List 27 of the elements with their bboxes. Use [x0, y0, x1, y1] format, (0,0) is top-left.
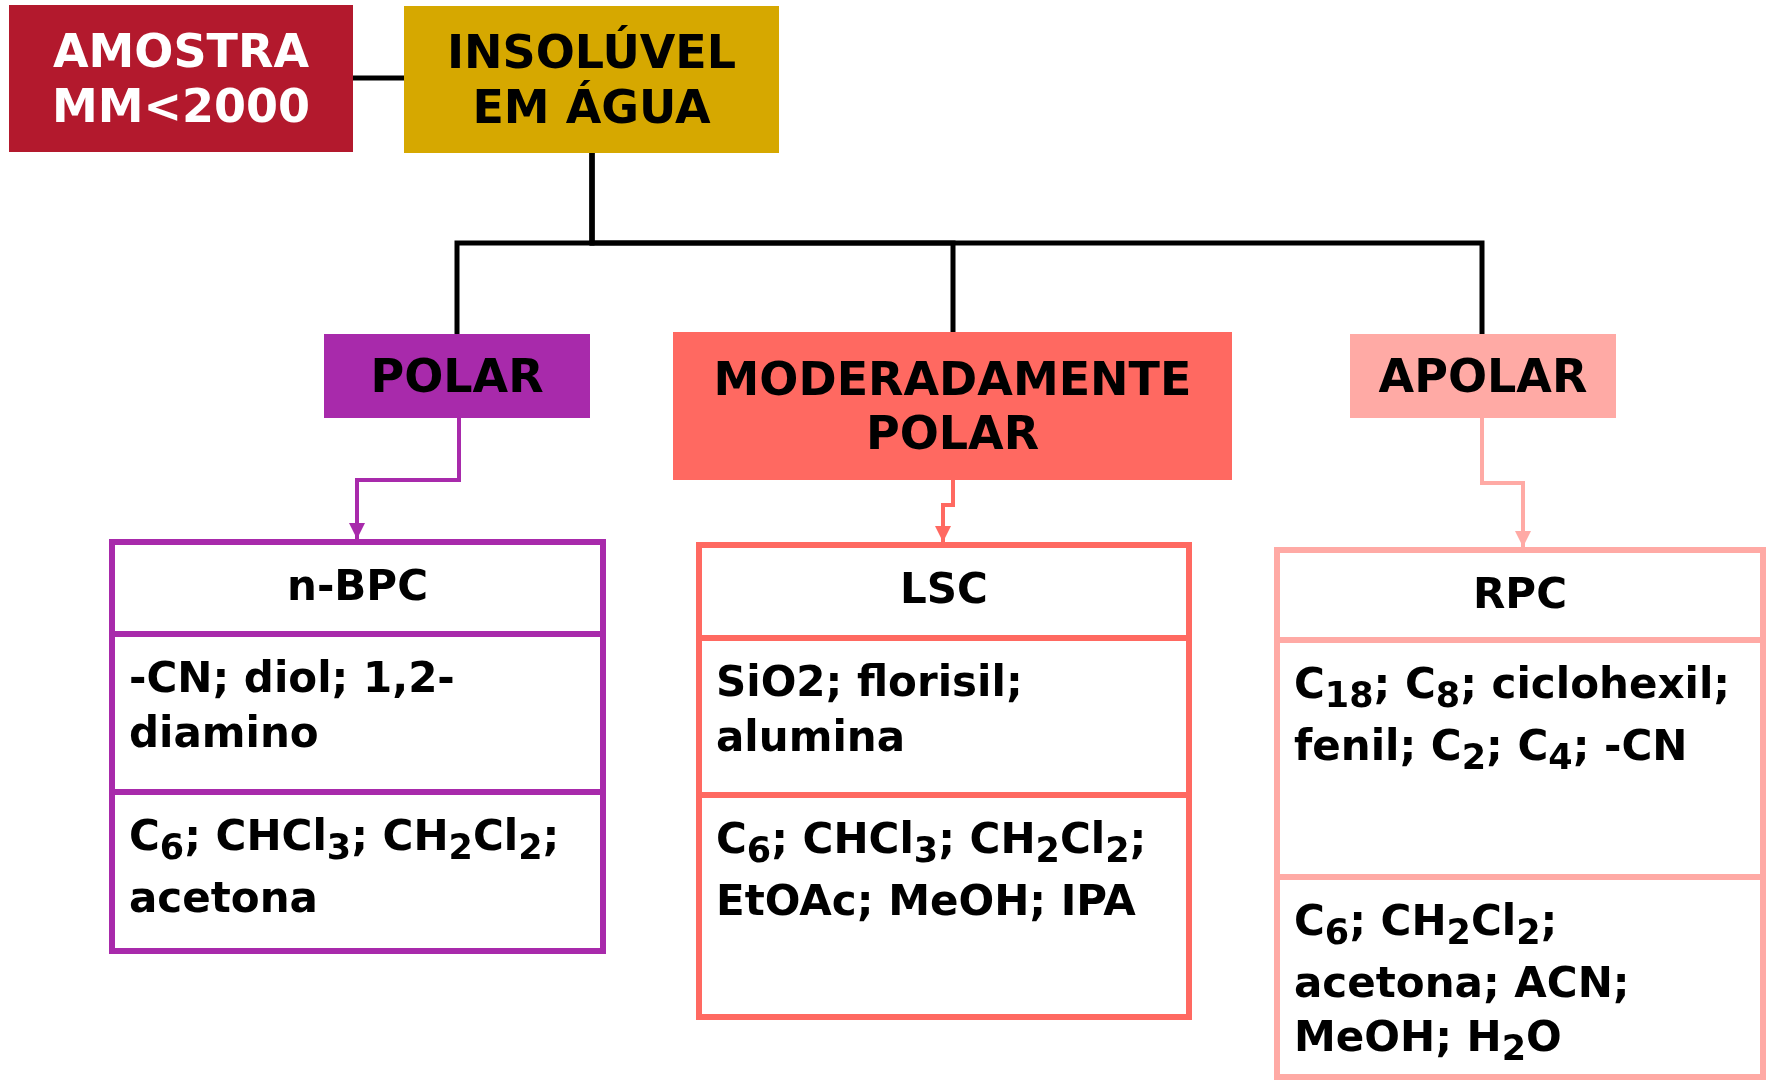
- arrow: [349, 418, 461, 539]
- table-box: [1274, 547, 1766, 1080]
- box-label: AMOSTRA MM<2000: [50, 24, 312, 133]
- table-box: [109, 539, 606, 954]
- category-box: [1350, 334, 1616, 418]
- column-heading: LSC: [900, 564, 988, 613]
- sorbent-list: SiO2; florisil; alumina: [716, 657, 1023, 761]
- box-label: POLAR: [370, 348, 544, 404]
- table-box: [696, 542, 1192, 1020]
- arrow: [1480, 418, 1531, 547]
- sample-box: [9, 5, 353, 152]
- solvent-list: C$_{6}$; CHCl$_{3}$; CH$_{2}$Cl$_{2}$; acetona: [129, 811, 560, 922]
- connector-line: [589, 153, 1485, 334]
- category-box: [324, 334, 590, 418]
- box-label: APOLAR: [1378, 348, 1588, 404]
- box-label: INSOLÚVEL EM ÁGUA: [445, 25, 738, 134]
- arrow: [935, 480, 955, 542]
- column-heading: n-BPC: [287, 561, 428, 610]
- solvent-list: C$_{6}$; CH$_{2}$Cl$_{2}$; acetona; ACN; MeOH; H$_{2}$O: [1294, 896, 1630, 1062]
- sorbent-list: C$_{18}$; C$_{8}$; ciclohexil; fenil; C$_{2}$; C$_{4}$; -CN: [1294, 659, 1731, 770]
- solvent-list: C$_{6}$; CHCl$_{3}$; CH$_{2}$Cl$_{2}$; EtOAc; MeOH; IPA: [716, 814, 1147, 925]
- category-box: [404, 6, 779, 153]
- box-label: MODERADAMENTE POLAR: [712, 351, 1193, 461]
- connector-line: [353, 75, 404, 81]
- sorbent-list: -CN; diol; 1,2-diamino: [129, 653, 455, 757]
- column-heading: RPC: [1473, 569, 1567, 618]
- category-box: [673, 332, 1232, 480]
